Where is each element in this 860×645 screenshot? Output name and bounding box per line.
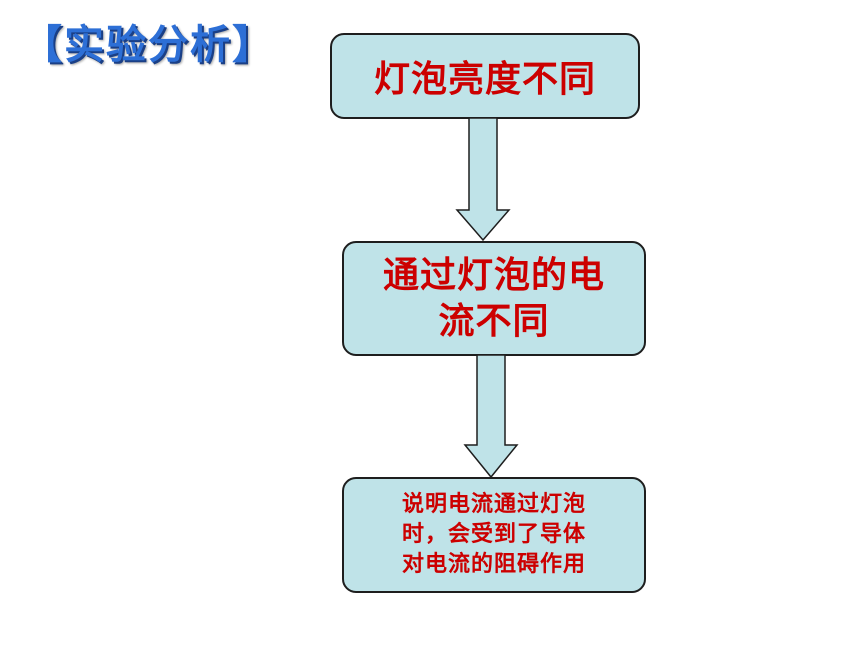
flow-box-current: 通过灯泡的电 流不同: [342, 241, 646, 356]
down-arrow-1: [455, 117, 511, 242]
flow-box-conclusion-line-2: 时，会受到了导体: [401, 522, 586, 547]
flow-box-current-line-2: 流不同: [438, 300, 550, 342]
flow-box-conclusion-line-1: 说明电流通过灯泡: [401, 492, 586, 517]
flow-box-brightness: 灯泡亮度不同: [330, 33, 640, 119]
page-title: 【实验分析】: [22, 22, 274, 68]
down-arrow-2: [463, 354, 519, 479]
flow-box-brightness-text: 灯泡亮度不同: [373, 59, 596, 100]
flow-box-conclusion-line-3: 对电流的阻碍作用: [401, 552, 586, 577]
flow-box-conclusion: 说明电流通过灯泡 时，会受到了导体 对电流的阻碍作用: [342, 477, 646, 593]
flow-box-current-line-1: 通过灯泡的电: [382, 254, 605, 296]
